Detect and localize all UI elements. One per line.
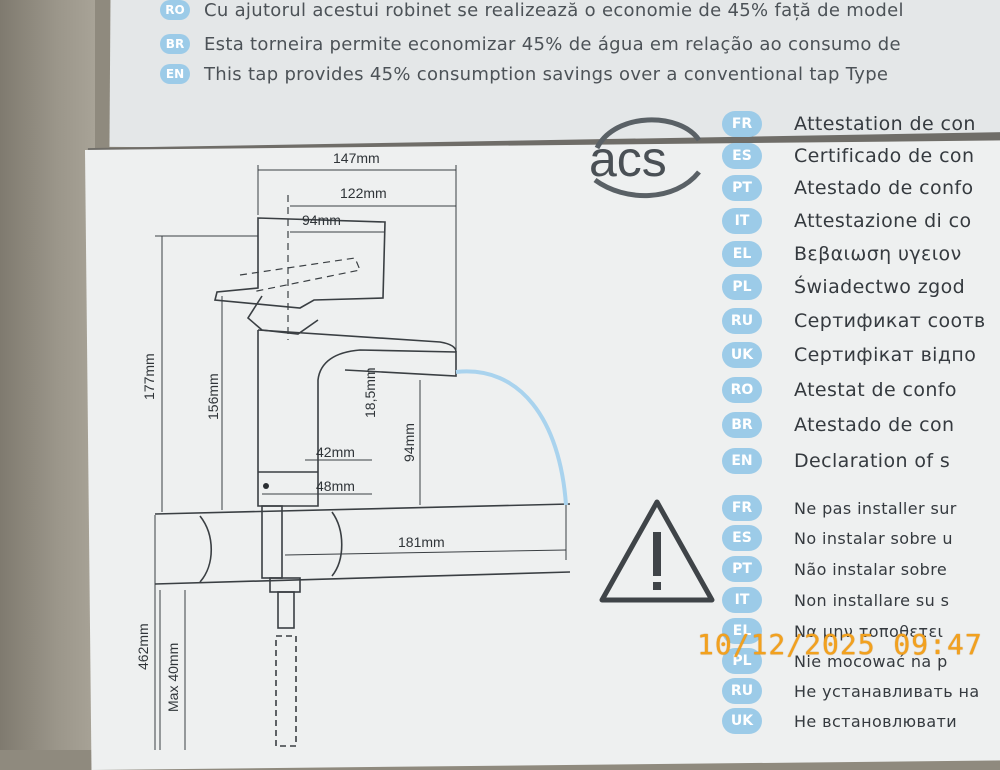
cert-text: Βεβαιωση υγειον [794,243,962,265]
cert-row: RO Atestat de confo [722,376,957,404]
warning-text: Non installare su s [794,590,950,610]
dim-181: 181mm [398,534,445,550]
top-line-text: This tap provides 45% consumption saving… [204,63,889,85]
language-badge: EL [722,618,762,644]
language-badge: IT [722,208,762,234]
language-badge: EL [722,241,762,267]
warning-row: RU Не устанавливать на [722,677,980,705]
cert-text: Attestation de con [794,113,976,135]
language-badge: RO [722,377,762,403]
water-stream [455,369,568,506]
warning-row: ES No instalar sobre u [722,524,953,552]
cert-row: RU Сертификат соотв [722,307,986,335]
cert-text: Attestazione di co [794,210,972,232]
cert-row: IT Attestazione di co [722,207,972,235]
language-badge: RU [722,678,762,704]
cert-text: Declaration of s [794,450,951,472]
language-badge: FR [722,111,762,137]
language-badge: PL [722,274,762,300]
language-badge: PT [722,175,762,201]
cert-row: PT Atestado de confo [722,174,974,202]
warning-text: Να μην τοποθετει [794,621,944,641]
cert-text: Сертифікат відпо [794,344,977,366]
language-badge: PT [722,556,762,582]
warning-text: Не встановлювати [794,711,958,731]
dim-48: 48mm [316,478,355,494]
warning-text: Nie mocować na p [794,651,948,671]
cert-row: EN Declaration of s [722,447,950,475]
warning-text: Ne pas installer sur [794,498,957,518]
warning-text: No instalar sobre u [794,528,953,548]
warning-row: PT Não instalar sobre [722,555,947,583]
top-line-en: EN This tap provides 45% consumption sav… [160,62,888,86]
background-surface [0,0,95,750]
dim-94: 94mm [401,423,417,462]
warning-row: IT Non installare su s [722,586,949,614]
cert-row: UK Сертифікат відпо [722,341,976,369]
top-line-text: Cu ajutorul acestui robinet se realizeaz… [204,0,904,21]
cert-text: Atestado de con [794,414,955,436]
language-badge: FR [722,495,762,521]
dim-147: 147mm [333,150,380,166]
acs-logo-text: acs [589,131,667,187]
dim-94-top: 94mm [302,212,341,228]
top-line-br: BR Esta torneira permite economizar 45% … [160,32,901,56]
cert-row: FR Attestation de con [722,110,976,138]
language-badge: IT [722,587,762,613]
cert-text: Świadectwo zgod [794,276,966,298]
faucet-technical-drawing: 147mm 122mm 94mm 177mm 156mm 18,5mm 94mm… [135,150,571,750]
warning-row: FR Ne pas installer sur [722,494,957,522]
cert-text: Certificado de con [794,145,975,167]
acs-logo: acs [589,117,702,198]
language-badge: BR [160,34,190,54]
dim-42: 42mm [316,444,355,460]
language-badge: UK [722,342,762,368]
warning-row: EL Να μην τοποθετει [722,617,943,645]
dim-462: 462mm [135,623,151,670]
language-badge: UK [722,708,762,734]
language-badge: BR [722,412,762,438]
dim-122: 122mm [340,185,387,201]
top-line-ro: RO Cu ajutorul acestui robinet se realiz… [160,0,904,22]
photo-timestamp: 10/12/2025 09:47 [697,628,983,661]
language-badge: ES [722,143,762,169]
language-badge: ES [722,525,762,551]
dim-177: 177mm [141,353,157,400]
warning-text: Не устанавливать на [794,681,980,701]
language-badge: RO [160,0,190,20]
language-badge: PL [722,648,762,674]
dim-156: 156mm [205,373,221,420]
dim-max-40: Max 40mm [165,643,181,712]
warning-row: PL Nie mocować na p [722,647,948,675]
cert-row: BR Atestado de con [722,411,954,439]
cert-text: Atestat de confo [794,379,957,401]
language-badge: EN [722,448,762,474]
language-badge: EN [160,64,190,84]
top-line-text: Esta torneira permite economizar 45% de … [204,33,901,55]
warning-icon [599,499,715,603]
warning-text: Não instalar sobre [794,559,948,579]
cert-text: Atestado de confo [794,177,974,199]
warning-row: UK Не встановлювати [722,707,957,735]
cert-text: Сертификат соотв [794,310,986,332]
cert-row: PL Świadectwo zgod [722,273,965,301]
language-badge: RU [722,308,762,334]
dim-18-5: 18,5mm [362,367,378,418]
cert-row: EL Βεβαιωση υγειον [722,240,962,268]
cert-row: ES Certificado de con [722,142,974,170]
